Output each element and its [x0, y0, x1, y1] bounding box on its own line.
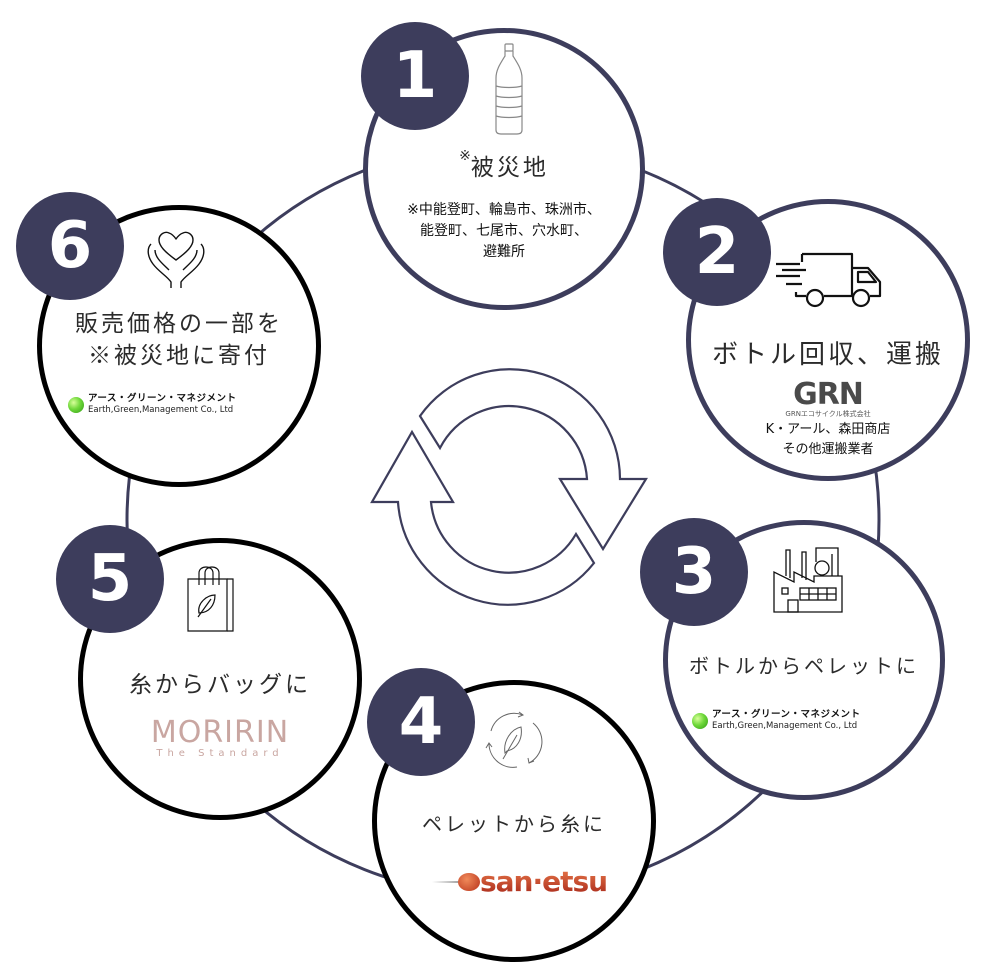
moririn-tagline: The Standard	[156, 748, 284, 759]
step-3-title: ボトルからペレットに	[689, 654, 919, 678]
step-4-circle	[372, 680, 656, 962]
step-2-carrier-line: その他運搬業者	[782, 442, 874, 457]
step-2-title: ボトル回収、運搬	[711, 340, 944, 370]
step-3-badge: 3	[640, 518, 748, 626]
step-1-location-line: ※中能登町、輪島市、珠洲市、	[407, 202, 601, 218]
agm-logo: アース・グリーン・マネジメント Earth,Green,Management C…	[68, 393, 236, 416]
step-6-badge: 6	[16, 192, 124, 300]
factory-icon	[773, 547, 843, 613]
agm-logo-ball-icon	[68, 396, 84, 413]
step-5-badge: 5	[56, 525, 164, 633]
step-1-location-line: 能登町、七尾市、穴水町、	[420, 223, 588, 239]
agm-logo: アース・グリーン・マネジメント Earth,Green,Management C…	[692, 709, 860, 732]
grn-logo: GRN GRNエコサイクル株式会社	[758, 380, 898, 419]
agm-logo-ball-icon	[692, 712, 708, 729]
step-1-badge: 1	[361, 22, 469, 130]
step-5-title: 糸からバッグに	[129, 672, 311, 698]
step-6-title: 販売価格の一部を ※被災地に寄付	[37, 308, 321, 372]
agm-logo-en: Earth,Green,Management Co., Ltd	[712, 721, 858, 731]
heart-hands-icon	[147, 231, 205, 288]
step-1-title-mark: ※	[459, 148, 471, 164]
eco-shopping-bag-icon	[187, 566, 234, 632]
step-4-title: ペレットから糸に	[422, 812, 606, 836]
delivery-truck-icon	[776, 252, 882, 308]
step-2-carrier-line: K・アール、森田商店	[765, 422, 891, 437]
moririn-wordmark: MORIRIN	[150, 715, 290, 750]
step-2-badge: 2	[663, 198, 771, 306]
grn-logo-caption: GRNエコサイクル株式会社	[785, 410, 871, 418]
leaf-cycle-icon	[485, 711, 543, 768]
step-6-title-line: 販売価格の一部を	[75, 311, 283, 337]
step-1-location-line: 避難所	[483, 244, 525, 260]
recycle-arrows-icon	[370, 368, 648, 606]
sanetsu-ball-icon	[458, 873, 480, 891]
moririn-logo: MORIRIN The Standard	[140, 718, 300, 760]
step-4-badge: 4	[367, 668, 475, 776]
step-6-title-line: ※被災地に寄付	[88, 343, 270, 369]
step-1-title-text: 被災地	[470, 155, 549, 181]
agm-logo-jp: アース・グリーン・マネジメント	[712, 709, 861, 720]
agm-logo-en: Earth,Green,Management Co., Ltd	[88, 405, 234, 415]
sanetsu-swoosh	[432, 881, 462, 883]
step-1-title: ※被災地	[363, 148, 645, 182]
sanetsu-logo: san·etsu	[432, 865, 608, 898]
sanetsu-wordmark: san·etsu	[480, 865, 608, 898]
plastic-bottle-icon	[495, 43, 523, 135]
step-2-carriers: K・アール、森田商店 その他運搬業者	[686, 420, 970, 460]
grn-logo-mark: GRN	[793, 377, 864, 412]
step-1-locations: ※中能登町、輪島市、珠洲市、 能登町、七尾市、穴水町、 避難所	[363, 200, 645, 263]
agm-logo-jp: アース・グリーン・マネジメント	[88, 393, 237, 404]
